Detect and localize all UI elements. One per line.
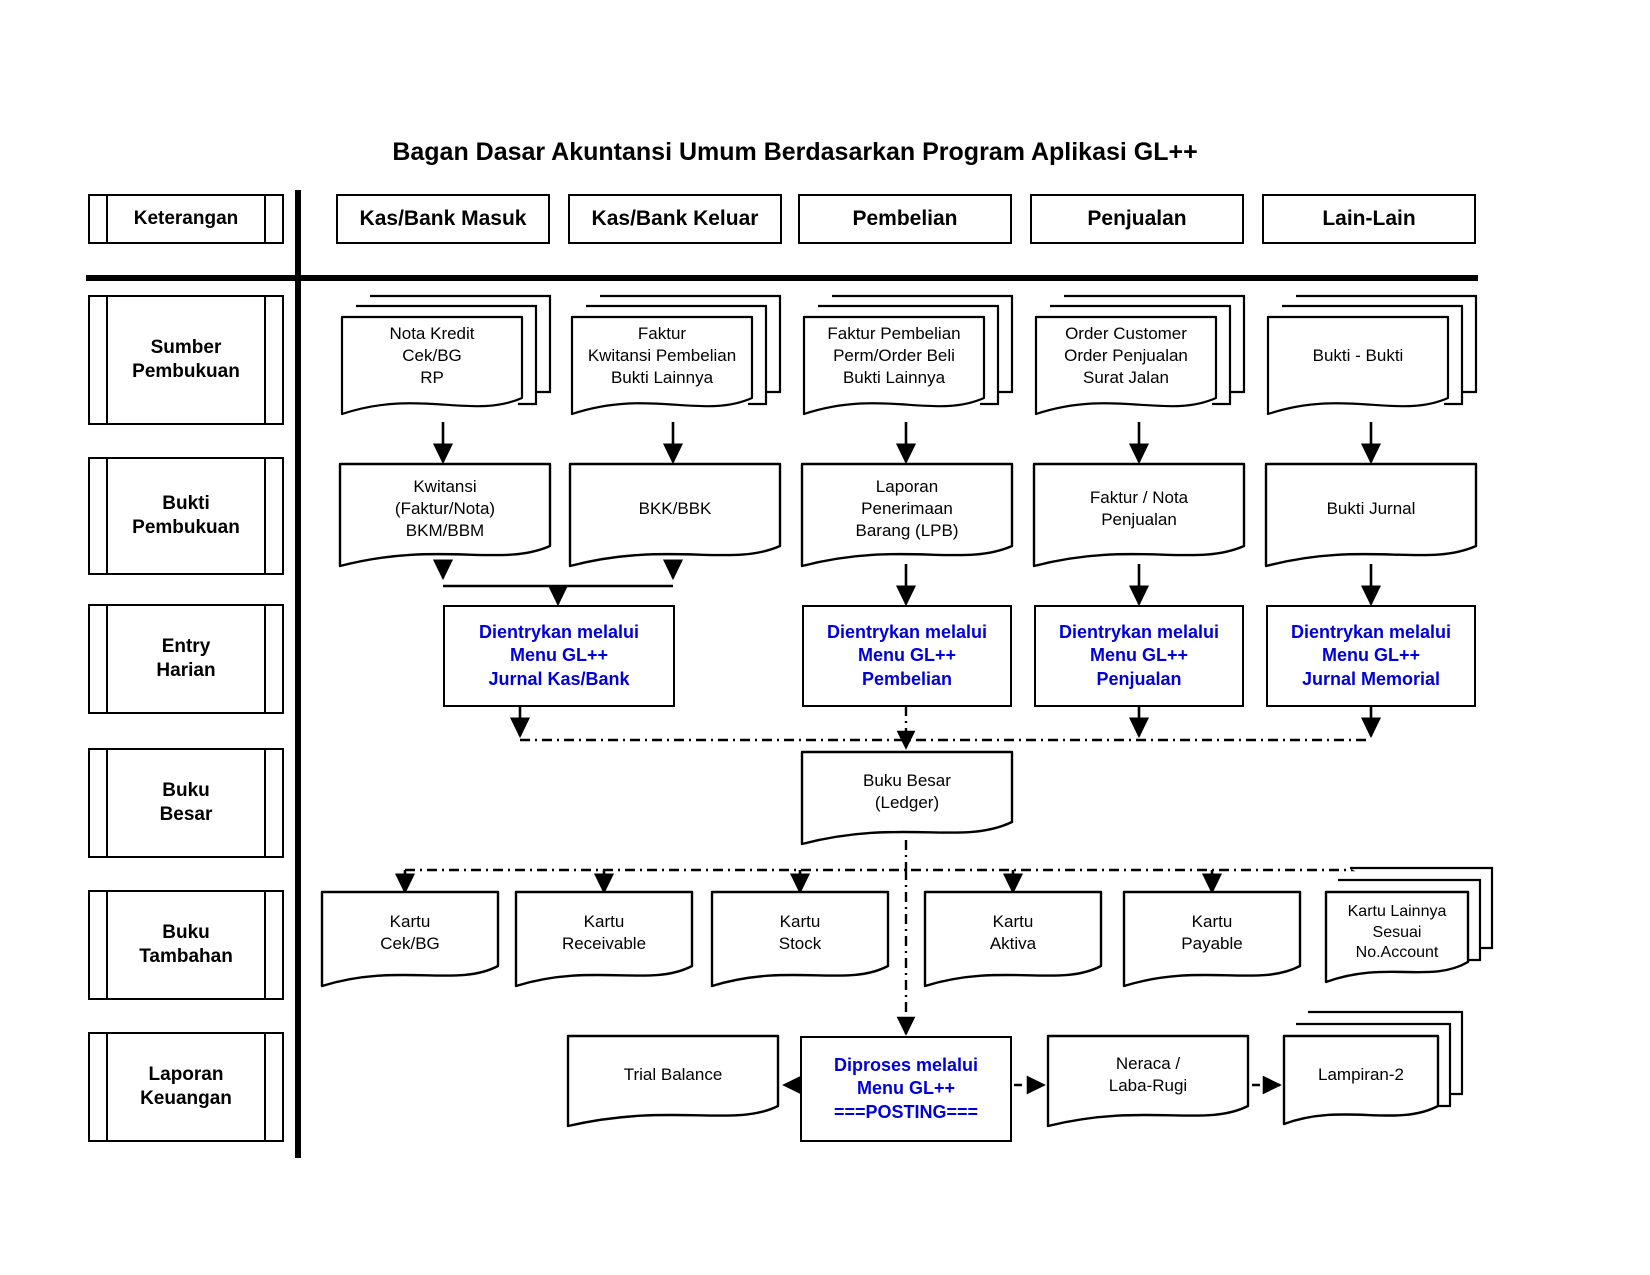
doc-lpb — [800, 462, 1014, 568]
doc-stack-order-customer — [1034, 294, 1246, 416]
segment-left — [90, 750, 108, 856]
doc-kartu-payable — [1122, 890, 1302, 988]
doc-trial-balance — [566, 1034, 780, 1128]
segment-right — [264, 459, 282, 573]
segment-left — [90, 1034, 108, 1140]
connector-buku-besar-to-tambahan — [394, 840, 1435, 895]
doc-stack-faktur — [570, 294, 782, 416]
connector-entry-to-buku-besar — [509, 706, 1382, 750]
segment-left — [90, 196, 108, 242]
segment-left — [90, 606, 108, 712]
posting-box[interactable]: Diproses melalui Menu GL++ ===POSTING=== — [800, 1036, 1012, 1142]
segment-right — [264, 196, 282, 242]
doc-neraca-laba-rugi — [1046, 1034, 1250, 1128]
keterangan-divider-rule — [295, 190, 301, 1158]
page-title: Bagan Dasar Akuntansi Umum Berdasarkan P… — [0, 138, 1650, 167]
doc-kartu-receivable — [514, 890, 694, 988]
segment-left — [90, 459, 108, 573]
doc-faktur-nota-penjualan — [1032, 462, 1246, 568]
entry-box-pembelian[interactable]: Dientrykan melalui Menu GL++ Pembelian — [802, 605, 1012, 707]
entry-box-jurnal-kas-bank[interactable]: Dientrykan melalui Menu GL++ Jurnal Kas/… — [443, 605, 675, 707]
doc-kartu-cek-bg — [320, 890, 500, 988]
doc-bukti-jurnal — [1264, 462, 1478, 568]
page-title-text: Bagan Dasar Akuntansi Umum Berdasarkan P… — [392, 138, 1198, 166]
doc-stack-faktur-pembelian — [802, 294, 1014, 416]
entry-box-jurnal-memorial[interactable]: Dientrykan melalui Menu GL++ Jurnal Memo… — [1266, 605, 1476, 707]
doc-stack-nota-kredit — [340, 294, 552, 416]
segment-right — [264, 750, 282, 856]
doc-kartu-stock — [710, 890, 890, 988]
doc-kartu-aktiva — [923, 890, 1103, 988]
doc-stack-kartu-lainnya — [1324, 866, 1494, 984]
doc-stack-bukti-bukti — [1266, 294, 1478, 416]
segment-right — [264, 1034, 282, 1140]
doc-stack-lampiran-2 — [1282, 1010, 1464, 1126]
segment-right — [264, 606, 282, 712]
entry-box-penjualan[interactable]: Dientrykan melalui Menu GL++ Penjualan — [1034, 605, 1244, 707]
doc-buku-besar — [800, 750, 1014, 846]
stage-label-entry-harian[interactable]: Entry Harian — [88, 604, 284, 714]
header-divider-rule — [86, 275, 1478, 281]
doc-bkk-bbk — [568, 462, 782, 568]
segment-right — [264, 892, 282, 998]
segment-left — [90, 892, 108, 998]
doc-kwitansi — [338, 462, 552, 568]
arrow-bukti-merge-kasbank — [432, 559, 684, 607]
segment-right — [264, 297, 282, 423]
segment-left — [90, 297, 108, 423]
